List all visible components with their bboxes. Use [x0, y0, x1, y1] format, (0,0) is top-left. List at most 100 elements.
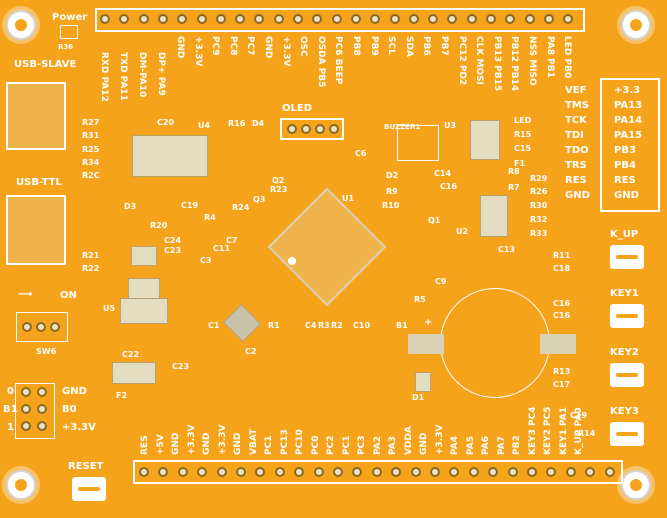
- header-pin: [197, 467, 208, 477]
- top-header-label: PB7: [439, 36, 449, 56]
- header-pin: [371, 467, 382, 477]
- c22-cap: [112, 362, 156, 384]
- header-pin: [331, 14, 342, 24]
- u5-tab: [128, 278, 160, 300]
- key-label: KEY1: [610, 288, 639, 299]
- plus-icon: +: [424, 317, 433, 328]
- buzzer-label: BUZZER1: [384, 123, 421, 131]
- header-pin: [274, 467, 285, 477]
- power-switch[interactable]: [16, 312, 68, 342]
- bottom-header-label: PA4: [450, 436, 460, 455]
- top-header-label: OSC: [298, 36, 309, 57]
- top-header-label: GND: [175, 36, 185, 59]
- header-pin: [410, 467, 421, 477]
- jtag-left-label: TDO: [565, 145, 589, 156]
- u5-regulator: [120, 298, 168, 324]
- arrow-icon: ⟶: [18, 289, 33, 300]
- usb-ttl-label: USB-TTL: [16, 177, 62, 188]
- header-pin: [273, 14, 284, 24]
- boot-zero: 0: [7, 386, 14, 397]
- jtag-right-label: +3.3: [614, 85, 641, 96]
- bottom-header-label: GND: [419, 432, 429, 455]
- bottom-header-label: K_UP PA0: [574, 407, 584, 455]
- jtag-right-label: RES: [614, 175, 636, 186]
- jtag-left-label: VEF: [565, 85, 587, 96]
- header-pin: [585, 467, 596, 477]
- key-button[interactable]: [610, 363, 644, 387]
- top-header-label: DP+ PA9: [156, 52, 166, 96]
- boot-b1: B1: [3, 404, 18, 415]
- bottom-header-label: RES: [140, 435, 150, 455]
- header-pin: [119, 14, 130, 24]
- top-pin-header: [95, 8, 585, 32]
- top-header-label: PB8: [351, 36, 361, 56]
- top-header-label: TXD PA11: [118, 52, 128, 101]
- key-label: KEY2: [610, 347, 639, 358]
- header-pin: [138, 14, 149, 24]
- u3-outline: [397, 125, 439, 161]
- top-header-label: +3.3V: [280, 36, 291, 67]
- jtag-right-label: PB4: [614, 160, 636, 171]
- jtag-right-label: PA13: [614, 100, 643, 111]
- u2-chip: [480, 195, 508, 237]
- mounting-hole-bottom-right: [621, 470, 651, 500]
- reset-button[interactable]: [72, 477, 106, 501]
- bottom-header-label: PA3: [388, 436, 398, 455]
- header-pin: [350, 14, 361, 24]
- top-header-label: PC7: [245, 36, 256, 56]
- bottom-header-label: PA2: [372, 436, 383, 455]
- top-header-label: +3.3V: [192, 36, 203, 67]
- header-pin: [505, 14, 516, 24]
- header-pin: [255, 467, 266, 477]
- header-pin: [294, 467, 305, 477]
- top-header-label: PA8 PB1: [544, 36, 555, 78]
- usb-slave-connector: [6, 82, 66, 150]
- d1-diode: [415, 372, 431, 392]
- header-pin: [177, 14, 188, 24]
- top-header-label: PC8: [227, 36, 238, 56]
- bottom-header-label: PB2: [512, 435, 522, 455]
- key-button[interactable]: [610, 304, 644, 328]
- header-pin: [527, 467, 537, 477]
- boot-b0: B0: [62, 404, 77, 415]
- bottom-header-label: KEY3 PC4: [527, 406, 538, 456]
- header-pin: [177, 467, 188, 477]
- bottom-header-label: +3.3V: [217, 424, 228, 455]
- top-header-label: PB6: [421, 36, 432, 56]
- key-button[interactable]: [610, 245, 644, 269]
- top-header-label: PC12 PD2: [456, 36, 467, 86]
- key-button[interactable]: [610, 422, 644, 446]
- header-pin: [391, 467, 402, 477]
- jtag-left-label: TMS: [565, 100, 589, 111]
- top-header-label: PC6 BEEP: [333, 36, 344, 85]
- bottom-header-label: PC0: [310, 435, 321, 455]
- bottom-header-label: GND: [171, 432, 181, 455]
- top-header-label: SDA: [403, 36, 414, 57]
- battery-pad-negative: [540, 334, 576, 354]
- header-pin: [158, 467, 169, 477]
- header-pin: [216, 467, 227, 477]
- bottom-header-label: VDDA: [403, 426, 414, 455]
- crystal: [222, 303, 262, 343]
- header-pin: [466, 14, 477, 24]
- bottom-header-label: GND: [233, 432, 243, 455]
- header-pin: [352, 467, 363, 477]
- mounting-hole-top-right: [621, 10, 651, 40]
- header-pin: [235, 14, 246, 24]
- header-pin: [507, 467, 518, 477]
- header-pin: [563, 14, 574, 24]
- header-pin: [389, 14, 400, 24]
- header-pin: [236, 467, 246, 477]
- top-header-label: PB12 PB14: [509, 36, 520, 92]
- boot-jumper[interactable]: [15, 383, 55, 439]
- top-header-label: PB13 PB15: [491, 36, 502, 92]
- header-pin: [524, 14, 535, 24]
- jtag-right-label: PA14: [614, 115, 643, 126]
- bottom-header-label: GND: [202, 432, 212, 455]
- bottom-header-label: PC1: [264, 435, 274, 455]
- top-header-label: NSS MISO: [527, 36, 537, 86]
- header-pin: [215, 14, 226, 24]
- top-header-label: GND: [263, 36, 273, 59]
- jtag-left-label: TRS: [565, 160, 587, 171]
- usb-ttl-connector: [6, 195, 66, 265]
